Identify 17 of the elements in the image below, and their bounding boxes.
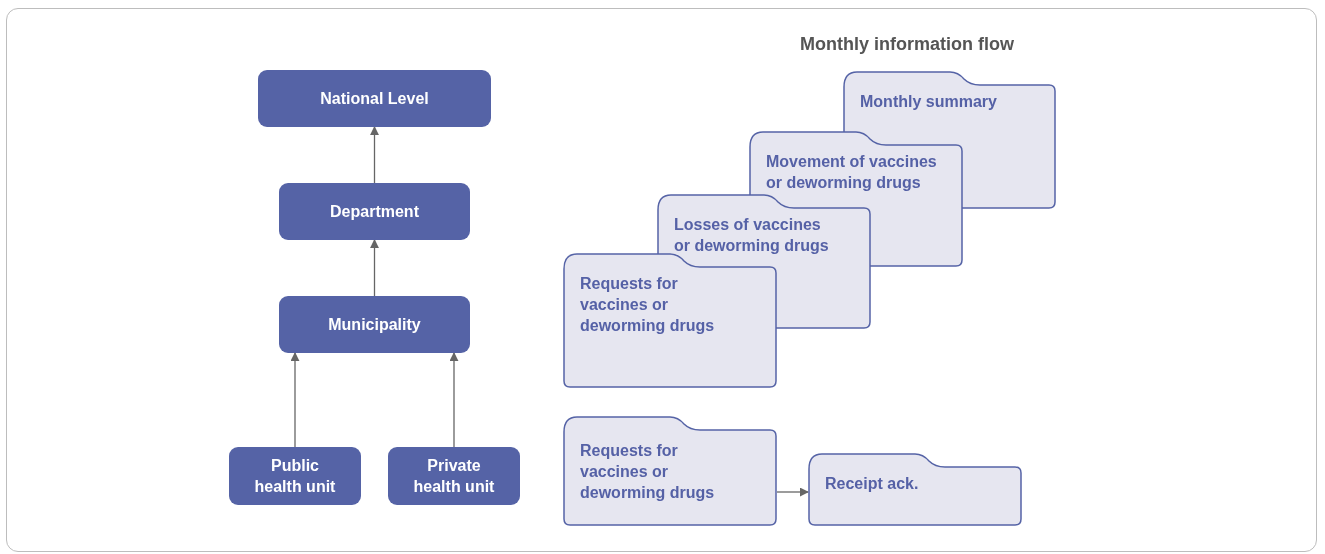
level-box: National Level [258, 70, 491, 127]
level-box: Private health unit [388, 447, 520, 505]
arrow [370, 239, 379, 297]
level-box: Department [279, 183, 470, 240]
folder-label: Movement of vaccines or deworming drugs [766, 152, 938, 193]
level-box: Municipality [279, 296, 470, 353]
folder-label: Monthly summary [860, 92, 998, 112]
arrow [370, 126, 379, 184]
arrow [290, 352, 300, 448]
folder-label: Requests for vaccines or deworming drugs [580, 441, 716, 503]
folder-label: Receipt ack. [825, 474, 920, 494]
arrow [449, 352, 459, 448]
folder-label: Losses of vaccines or deworming drugs [674, 215, 830, 256]
folder-label: Requests for vaccines or deworming drugs [580, 274, 716, 336]
diagram-title: Monthly information flow [800, 34, 1015, 55]
level-box: Public health unit [229, 447, 361, 505]
arrow [776, 487, 809, 497]
